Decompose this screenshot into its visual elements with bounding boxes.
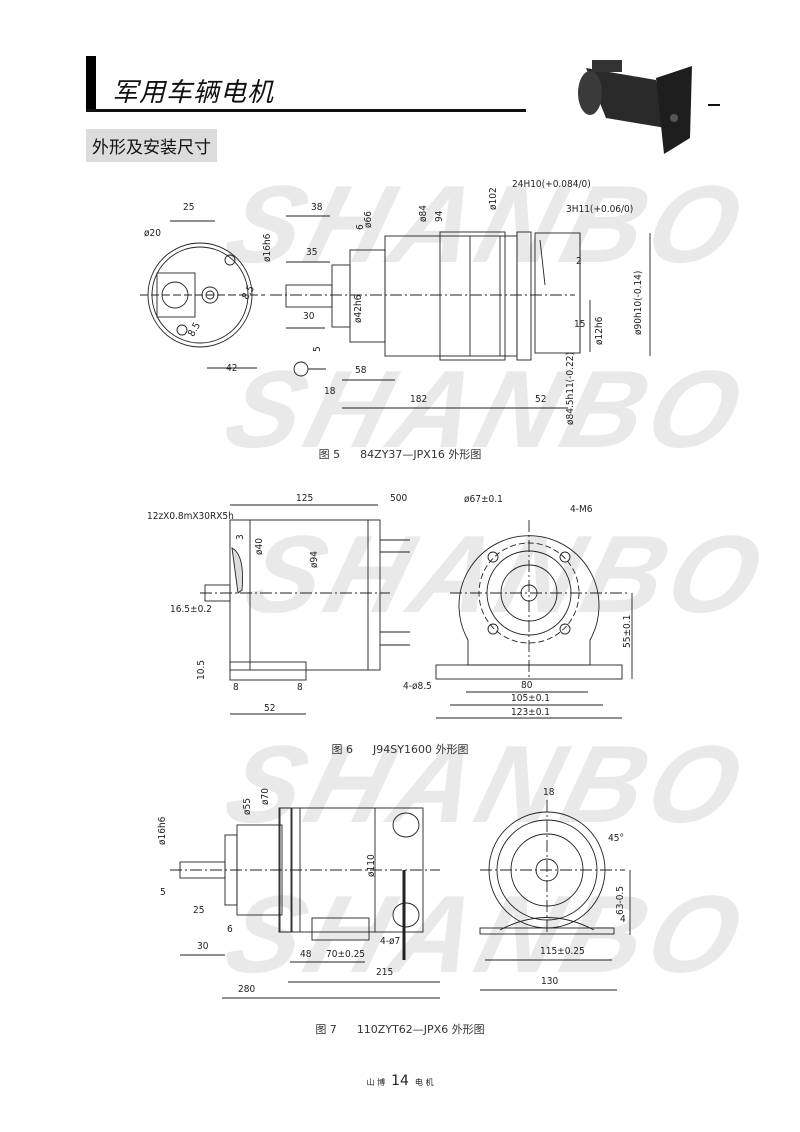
dimension-label: 8 <box>233 682 239 693</box>
page-footer: 山 博 14 电 机 <box>0 1073 800 1089</box>
page-title: 军用车辆电机 <box>112 78 275 108</box>
dimension-label: 10.5 <box>196 659 207 680</box>
dimension-label: 5 <box>312 346 323 352</box>
dimension-label: 16.5±0.2 <box>170 604 212 615</box>
dimension-label: 6 <box>227 924 233 935</box>
dimension-label: 48 <box>300 949 312 960</box>
dimension-label: 80 <box>521 680 533 691</box>
dimension-label: ø66 <box>363 211 374 228</box>
dimension-label: 115±0.25 <box>540 946 585 957</box>
dimension-label: 58 <box>355 365 367 376</box>
dimension-label: 123±0.1 <box>511 707 551 718</box>
dimension-label: 4-ø7 <box>380 936 401 947</box>
dimension-label: 24H10(+0.084/0) <box>512 179 591 190</box>
dimension-label: 125 <box>296 493 314 504</box>
figure-title: J94SY1600 外形图 <box>373 743 469 756</box>
dimension-label: 35 <box>306 247 318 258</box>
dimension-label: 52 <box>264 703 276 714</box>
footer-right: 电 机 <box>414 1078 434 1087</box>
dimension-label: ø84 <box>418 205 429 222</box>
figure-7-caption: 图 7 110ZYT62—JPX6 外形图 <box>0 1021 800 1037</box>
title-rule-end <box>708 104 720 106</box>
dimension-label: ø42h6 <box>353 294 364 323</box>
title-rule <box>86 109 526 112</box>
dimension-label: 30 <box>303 311 315 322</box>
dimension-label: 105±0.1 <box>511 693 551 704</box>
dimension-label: 4 <box>620 914 626 925</box>
dimension-label: 18 <box>324 386 336 397</box>
dimension-label: ø40 <box>254 538 265 555</box>
dimension-label: ø90h10(-0.14) <box>633 270 644 335</box>
motor-photo <box>578 60 692 154</box>
section-heading: 外形及安装尺寸 <box>86 129 217 162</box>
dimension-label: 45° <box>608 833 624 844</box>
dimension-label: ø84.5h11(-0.22) <box>565 352 576 425</box>
dimension-label: 2 <box>576 256 582 267</box>
dimension-label: 55±0.1 <box>622 614 633 648</box>
dimension-label: 130 <box>541 976 559 987</box>
dimension-label: 15 <box>574 319 586 330</box>
dimension-label: 94 <box>434 210 445 222</box>
figure-5-drawing <box>140 215 651 409</box>
title-bar-accent <box>86 56 96 112</box>
dimension-label: ø16h6 <box>262 233 273 262</box>
dimension-label: 18 <box>543 787 555 798</box>
dimension-label: 3H11(+0.06/0) <box>566 204 634 215</box>
dimension-label: 215 <box>376 967 394 978</box>
dimension-label: ø16h6 <box>157 816 168 845</box>
dimension-label: 25 <box>193 905 205 916</box>
dimension-label: ø94 <box>309 551 320 568</box>
dimension-label: 52 <box>535 394 547 405</box>
dimension-label: ø20 <box>144 228 161 239</box>
figure-7-drawing <box>170 800 631 999</box>
figure-number: 图 5 <box>318 448 341 461</box>
figure-number: 图 7 <box>315 1023 337 1036</box>
dimension-label: 500 <box>390 493 408 504</box>
dimension-label: ø70 <box>260 788 271 805</box>
dimension-label: 25 <box>183 202 195 213</box>
dimension-label: 3 <box>235 534 246 540</box>
dimension-label: ø110 <box>366 854 377 877</box>
dimension-label: 280 <box>238 984 256 995</box>
dimension-label: 70±0.25 <box>326 949 366 960</box>
dimension-label: 4-ø8.5 <box>403 681 432 692</box>
figure-title: 84ZY37—JPX16 外形图 <box>360 448 482 461</box>
dimension-label: 5 <box>160 887 166 898</box>
figure-5-caption: 图 5 84ZY37—JPX16 外形图 <box>0 446 800 462</box>
dimension-label: 4-M6 <box>570 504 593 515</box>
dimension-label: 182 <box>410 394 428 405</box>
dimension-label: 12zX0.8mX30RX5h <box>147 511 234 522</box>
dimension-label: 42 <box>226 363 238 374</box>
dimension-label: 8 <box>297 682 303 693</box>
page-number: 14 <box>391 1073 409 1089</box>
dimension-label: 30 <box>197 941 209 952</box>
footer-left: 山 博 <box>366 1078 386 1087</box>
figure-6-caption: 图 6 J94SY1600 外形图 <box>0 741 800 757</box>
dimension-label: ø55 <box>242 798 253 815</box>
dimension-label: ø12h6 <box>594 316 605 345</box>
dimension-label: ø67±0.1 <box>464 494 503 505</box>
dimension-label: 38 <box>311 202 323 213</box>
figure-number: 图 6 <box>331 743 354 756</box>
dimension-label: ø102 <box>488 187 499 210</box>
dimension-label: 63-0.5 <box>615 886 626 915</box>
figure-title: 110ZYT62—JPX6 外形图 <box>356 1023 485 1036</box>
figure-6-drawing <box>200 504 633 719</box>
